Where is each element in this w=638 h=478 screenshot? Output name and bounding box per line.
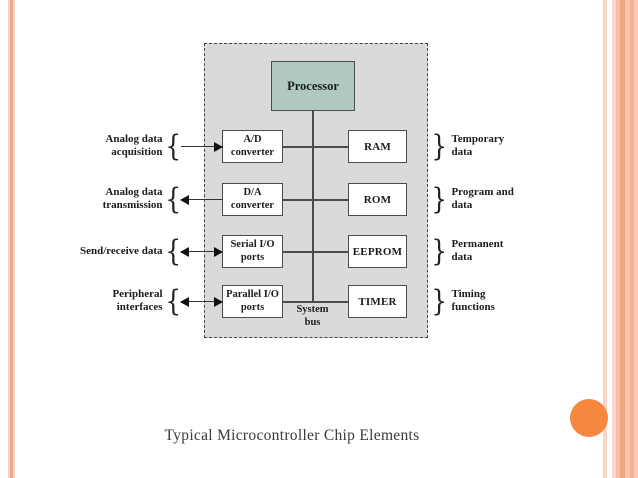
analog-out-arrow-icon	[180, 194, 222, 205]
eeprom-label: EEPROM	[352, 245, 403, 258]
row1-connector-line	[283, 146, 348, 148]
left-brace-icon: {	[164, 234, 181, 268]
label-peripheral-interfaces: Peripheral interfaces {	[112, 284, 181, 318]
analog-in-arrow-icon	[181, 141, 223, 152]
ram-block: RAM	[348, 130, 407, 163]
label-analog-data-transmission: Analog data transmission {	[102, 182, 181, 216]
timer-block: TIMER	[348, 285, 407, 318]
left-brace-icon: {	[164, 182, 181, 216]
label-program-and-data: } Program and data	[431, 182, 514, 216]
ad-converter-block: A/D converter	[222, 130, 283, 163]
row3-connector-line	[283, 251, 348, 253]
orange-circle-decoration	[570, 399, 608, 437]
processor-label: Processor	[287, 78, 339, 93]
label-send-receive-data: Send/receive data {	[79, 234, 181, 268]
parallel-bidirectional-arrow-icon	[180, 296, 223, 307]
label-temporary-data: } Temporary data	[431, 129, 505, 163]
serial-io-ports-label: Serial I/O ports	[230, 239, 275, 263]
left-brace-icon: {	[164, 284, 181, 318]
serial-bidirectional-arrow-icon	[180, 246, 223, 257]
da-converter-block: D/A converter	[222, 183, 283, 216]
ram-label: RAM	[364, 140, 391, 153]
label-analog-data-acquisition: Analog data acquisition {	[105, 129, 181, 163]
timer-label: TIMER	[358, 295, 397, 308]
right-accent-stripes	[603, 0, 638, 478]
right-brace-icon: }	[431, 129, 448, 163]
right-brace-icon: }	[431, 234, 448, 268]
row4-connector-line	[283, 301, 348, 303]
system-bus-label: System bus	[296, 304, 329, 328]
slide-caption: Typical Microcontroller Chip Elements	[164, 427, 420, 444]
right-brace-icon: }	[431, 182, 448, 216]
processor-block: Processor	[271, 61, 355, 111]
parallel-io-ports-label: Parallel I/O ports	[226, 289, 279, 313]
left-brace-icon: {	[164, 129, 181, 163]
rom-block: ROM	[348, 183, 407, 216]
label-timing-functions: } Timing functions	[431, 284, 495, 318]
right-brace-icon: }	[431, 284, 448, 318]
da-converter-label: D/A converter	[230, 187, 275, 211]
label-permanent-data: } Permanent data	[431, 234, 504, 268]
parallel-io-ports-block: Parallel I/O ports	[222, 285, 283, 318]
left-accent-stripe	[8, 0, 15, 478]
row2-connector-line	[283, 199, 348, 201]
eeprom-block: EEPROM	[348, 235, 407, 268]
serial-io-ports-block: Serial I/O ports	[222, 235, 283, 268]
rom-label: ROM	[363, 193, 392, 206]
system-bus-line	[312, 111, 314, 302]
ad-converter-label: A/D converter	[230, 134, 275, 158]
